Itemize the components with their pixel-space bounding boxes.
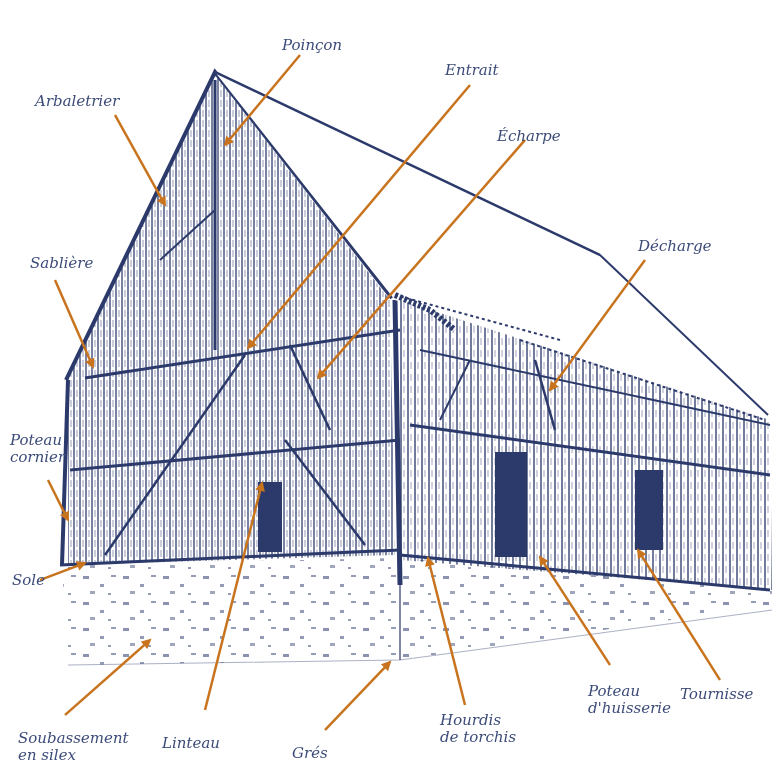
- label-poincon: Poinçon: [282, 37, 342, 54]
- label-arbaletrier: Arbaletrier: [35, 93, 119, 110]
- label-poteau-huisserie: Poteau d'huisserie: [588, 683, 671, 717]
- label-decharge: Décharge: [638, 238, 712, 255]
- label-sabliere: Sablière: [30, 255, 93, 272]
- arrow-gres: [325, 662, 390, 730]
- label-entrait: Entrait: [445, 62, 499, 79]
- label-gres: Grés: [292, 745, 328, 762]
- label-tournisse: Tournisse: [680, 686, 753, 703]
- label-linteau: Linteau: [162, 735, 220, 752]
- label-soubassement: Soubassement en silex: [18, 730, 129, 764]
- label-echarpe: Écharpe: [497, 128, 561, 145]
- arrow-sabliere: [55, 280, 93, 367]
- label-hourdis: Hourdis de torchis: [440, 712, 516, 746]
- label-poteau-cornier: Poteau cornier: [10, 432, 65, 466]
- arrow-arbaletrier: [115, 115, 165, 205]
- label-sole: Sole: [12, 572, 45, 589]
